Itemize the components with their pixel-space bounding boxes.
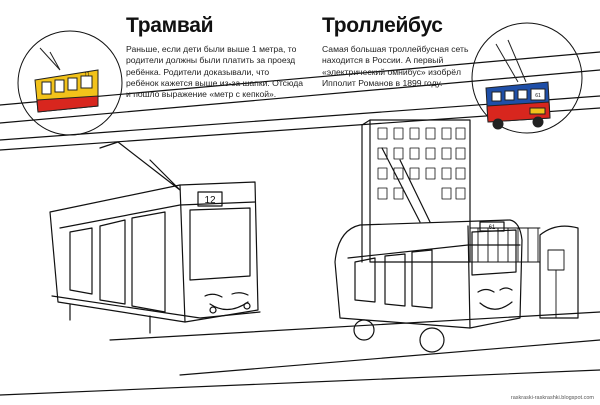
trolleybus-description: Самая большая троллейбусная сеть находит… <box>322 44 482 89</box>
trolleybus-drawing <box>334 147 523 353</box>
trolleybus-vignette-circle <box>471 22 583 134</box>
trolleybus-title: Троллейбус <box>322 14 443 37</box>
tram-text-line: родители должны были платить за проезд <box>126 55 296 66</box>
trolleybus-text-line: Ипполит Романов в 1899 году. <box>322 77 443 88</box>
apartment-building <box>361 119 471 263</box>
tram-vignette-circle <box>17 30 123 136</box>
tram-text-line: Раньше, если дети были выше 1 метра, то <box>126 44 297 54</box>
tram-text-line: и пошло выражение «метр с кепкой». <box>126 89 277 100</box>
trolleybus-small-number: 61 <box>535 93 541 99</box>
trolleybus-text-line: «электрический омнибус» изобрёл <box>322 66 461 77</box>
tram-description: Раньше, если дети были выше 1 метра, то … <box>126 44 306 100</box>
trolleybus-text-line: находится в России. А первый <box>322 55 444 66</box>
trolleybus-route-number: 61 <box>489 225 496 231</box>
colored-tram <box>34 47 99 113</box>
tram-text-line: ребёнок кажется выше из-за шапки. Отсюда <box>126 77 304 88</box>
road-lines <box>0 311 600 396</box>
tram-drawing <box>49 141 261 334</box>
colored-trolleybus <box>485 39 551 130</box>
tram-small-number: 11 <box>84 72 89 78</box>
tram-title: Трамвай <box>126 14 214 37</box>
tram-text-line: ребёнка. Родители доказывали, что <box>126 66 270 77</box>
fence-and-bus-stop <box>469 225 579 319</box>
site-credit: raskraski-raskrashki.blogspot.com <box>510 395 594 401</box>
tram-route-number: 12 <box>204 195 216 206</box>
trolleybus-text-line: Самая большая троллейбусная сеть <box>322 44 469 54</box>
